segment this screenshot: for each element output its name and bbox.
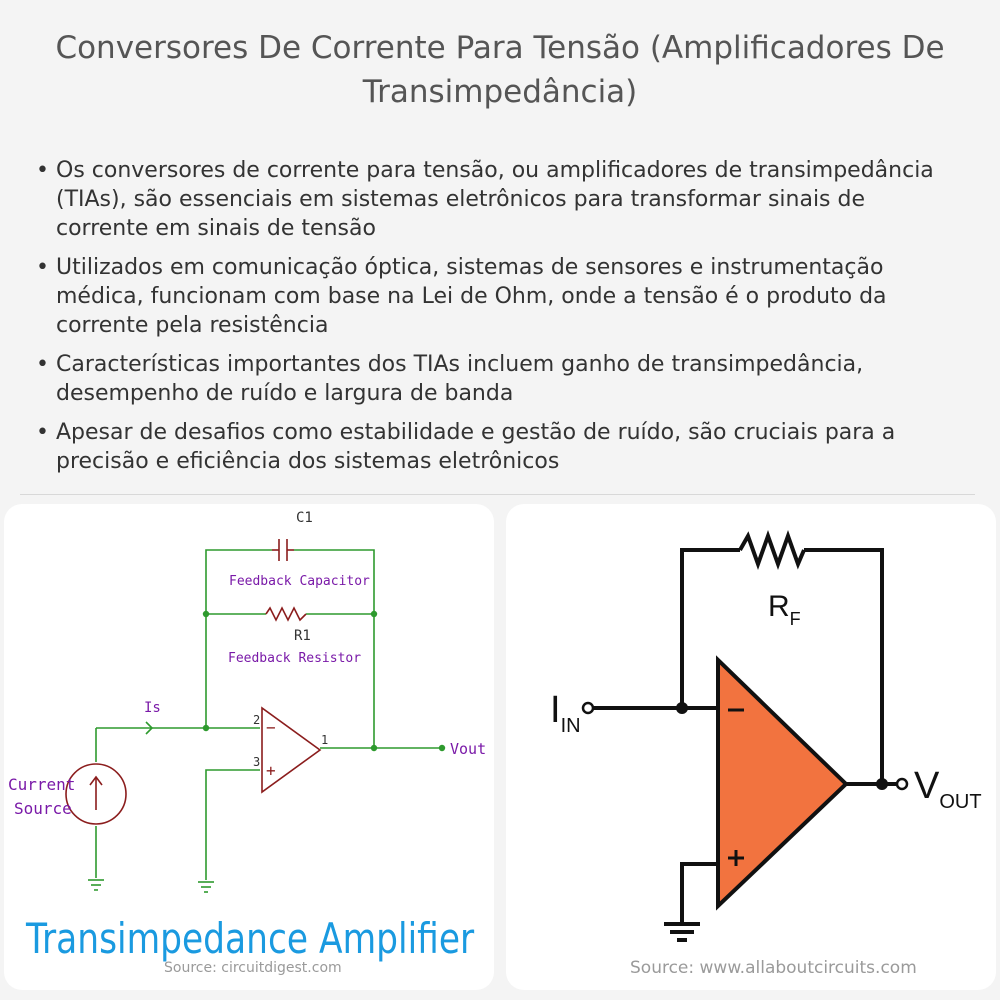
opamp-triangle <box>261 706 322 794</box>
noninverting-symbol: + <box>266 761 276 780</box>
junction-dot <box>202 724 210 732</box>
feedback-capacitor-label: Feedback Capacitor <box>229 574 370 589</box>
inverting-symbol: − <box>266 718 276 737</box>
opamp-triangle <box>716 655 849 911</box>
vout-label: Vout <box>450 740 486 758</box>
pin-2-label: 2 <box>253 713 260 727</box>
pin-3-label: 3 <box>253 755 260 769</box>
junction-dot <box>370 610 378 618</box>
iin-terminal <box>581 701 595 715</box>
is-arrow <box>145 721 154 735</box>
current-label: Current <box>8 775 75 794</box>
pin-1-label: 1 <box>321 733 328 747</box>
source-label: Source <box>14 799 72 818</box>
wire-cap-left <box>205 549 272 728</box>
iin-label-sub: IN <box>561 715 581 737</box>
r1-label: R1 <box>294 628 311 644</box>
wire-rf-left <box>680 548 740 708</box>
source-credit-right: Source: www.allaboutcircuits.com <box>630 958 917 978</box>
wire-noninverting-ground <box>680 862 718 922</box>
resistor-zigzag <box>265 606 307 622</box>
wires <box>88 549 442 893</box>
source-credit-left: Source: circuitdigest.com <box>164 960 342 976</box>
current-source-arrow-head <box>89 775 103 786</box>
vout-label-main: V <box>914 765 940 807</box>
bullet-list: Os conversores de corrente para tensão, … <box>32 156 952 481</box>
output-terminal-dot <box>438 744 446 752</box>
current-source-circle <box>65 763 127 825</box>
junction-dot <box>876 778 888 790</box>
wire-rf-right <box>804 548 884 784</box>
bullet-item: Os conversores de corrente para tensão, … <box>32 156 952 243</box>
left-circuit-panel: C1 Feedback Capacitor R1 Feedback Resist… <box>4 504 494 990</box>
junction-dots <box>202 610 446 752</box>
wire-noninverting-ground <box>205 769 260 880</box>
junction-dot <box>676 702 688 714</box>
junction-dot <box>370 744 378 752</box>
feedback-resistor-label: Feedback Resistor <box>228 651 361 666</box>
is-label: Is <box>144 700 161 716</box>
junction-dot <box>202 610 210 618</box>
vout-label-sub: OUT <box>939 791 981 813</box>
rf-label: RF <box>768 590 801 629</box>
transimpedance-schematic-left: C1 Feedback Capacitor R1 Feedback Resist… <box>8 510 486 893</box>
vout-terminal <box>895 777 909 791</box>
wires <box>592 530 898 942</box>
bullet-item: Utilizados em comunicação óptica, sistem… <box>32 253 952 340</box>
vout-label: VOUT <box>914 765 982 813</box>
wire-cap-right <box>294 549 375 748</box>
diagram-caption: Transimpedance Amplifier <box>26 914 475 963</box>
rf-label-sub: F <box>790 609 801 629</box>
page-title: Conversores De Corrente Para Tensão (Amp… <box>55 30 945 110</box>
iin-label: IIN <box>550 689 581 737</box>
c1-label: C1 <box>296 510 313 526</box>
iin-label-main: I <box>550 689 561 731</box>
rf-resistor-zigzag <box>738 530 806 570</box>
right-circuit-panel: RF IIN VOUT Source: www.allaboutcircuits… <box>506 504 996 990</box>
bullet-item: Características importantes dos TIAs inc… <box>32 350 952 408</box>
transimpedance-schematic-right: RF IIN VOUT <box>550 530 982 942</box>
bullet-item: Apesar de desafios como estabilidade e g… <box>32 418 952 476</box>
components <box>65 539 322 825</box>
section-divider <box>20 494 975 495</box>
rf-label-main: R <box>768 590 790 623</box>
